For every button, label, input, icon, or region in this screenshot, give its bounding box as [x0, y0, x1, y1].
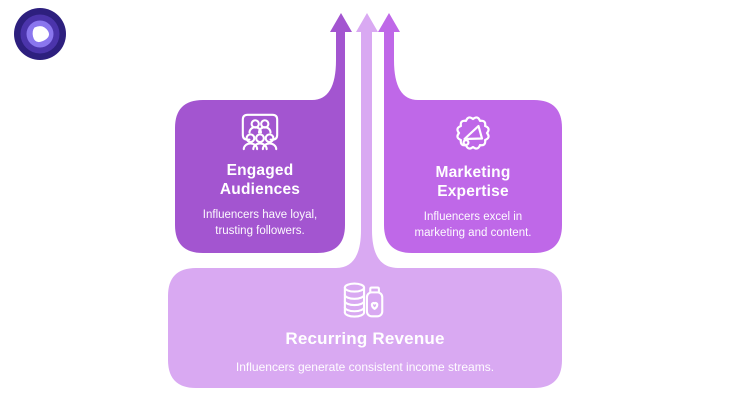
marketing-expertise-shape: [378, 13, 562, 253]
engaged-audiences-shape: [175, 13, 352, 253]
logo-pick-mark: [32, 26, 50, 43]
brand-logo: [14, 8, 66, 60]
recurring-revenue-shape: [168, 13, 562, 388]
